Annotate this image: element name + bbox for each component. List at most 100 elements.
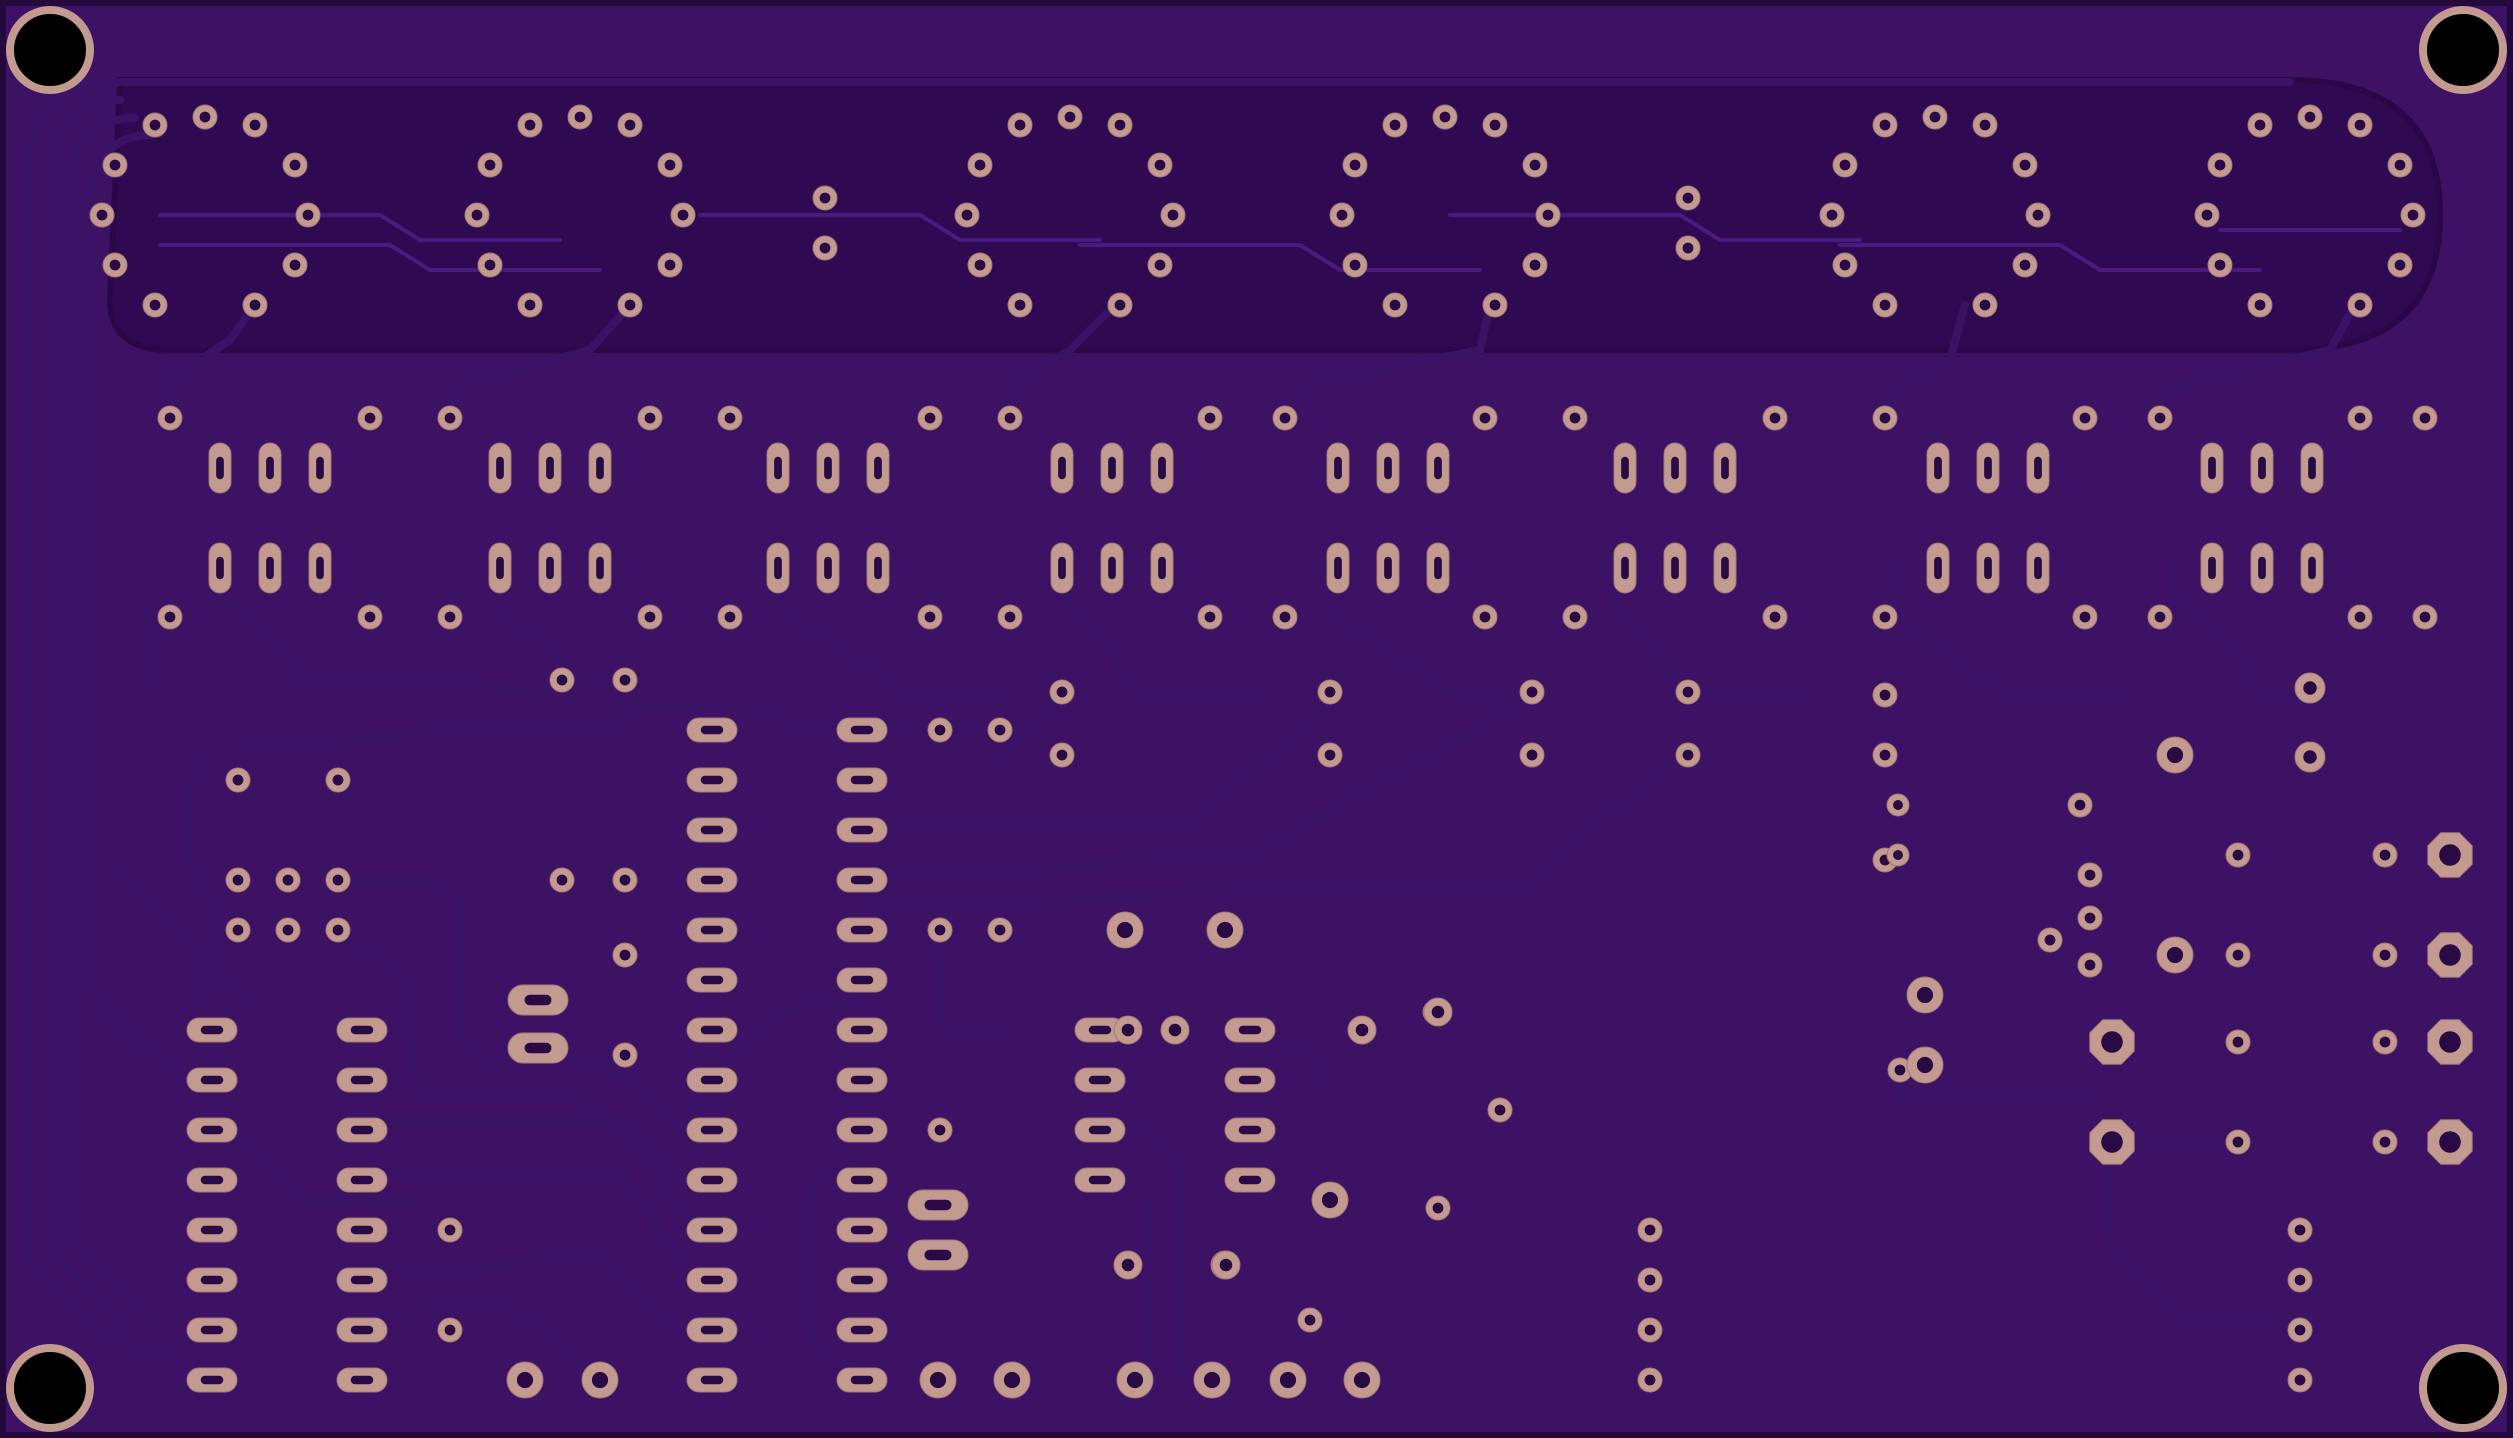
copper-pour-top bbox=[106, 77, 2444, 353]
drill-hole bbox=[850, 1025, 874, 1035]
drill-hole bbox=[1569, 412, 1581, 424]
drill-hole bbox=[2439, 844, 2461, 866]
drill-hole bbox=[700, 925, 724, 935]
drill-hole bbox=[1434, 456, 1442, 480]
drill-hole bbox=[364, 412, 376, 424]
drill-hole bbox=[924, 611, 936, 623]
drill-hole bbox=[1984, 556, 1992, 580]
drill-hole bbox=[929, 1371, 947, 1389]
drill-hole bbox=[1494, 1104, 1506, 1116]
drill-hole bbox=[2379, 849, 2391, 861]
drill-hole bbox=[1621, 556, 1629, 580]
tube-socket-pads bbox=[89, 104, 2426, 318]
drill-hole bbox=[934, 1124, 946, 1136]
drill-hole bbox=[200, 1275, 224, 1285]
drill-hole bbox=[199, 111, 211, 123]
drill-hole bbox=[96, 209, 108, 221]
drill-hole bbox=[850, 725, 874, 735]
drill-hole bbox=[1721, 456, 1729, 480]
drill-hole bbox=[961, 209, 973, 221]
drill-hole bbox=[1432, 1202, 1444, 1214]
drill-hole bbox=[1158, 556, 1166, 580]
drill-hole bbox=[556, 874, 568, 886]
drill-hole bbox=[700, 775, 724, 785]
drill-hole bbox=[471, 209, 483, 221]
drill-hole bbox=[2303, 750, 2317, 764]
drill-hole bbox=[994, 724, 1006, 736]
drill-hole bbox=[2101, 1031, 2123, 1053]
drill-hole bbox=[1682, 242, 1694, 254]
drill-hole bbox=[232, 874, 244, 886]
drill-hole bbox=[1721, 556, 1729, 580]
drill-hole bbox=[316, 456, 324, 480]
drill-hole bbox=[200, 1075, 224, 1085]
drill-hole bbox=[774, 456, 782, 480]
drill-hole bbox=[2379, 1036, 2391, 1048]
drill-hole bbox=[200, 1375, 224, 1385]
drill-hole bbox=[850, 775, 874, 785]
drill-hole bbox=[216, 556, 224, 580]
drill-hole bbox=[974, 159, 986, 171]
drill-hole bbox=[700, 1375, 724, 1385]
drill-hole bbox=[1056, 749, 1068, 761]
drill-hole bbox=[282, 924, 294, 936]
drill-hole bbox=[2354, 119, 2366, 131]
drill-hole bbox=[2079, 611, 2091, 623]
mounting-hole bbox=[2419, 6, 2507, 94]
drill-hole bbox=[924, 412, 936, 424]
drill-hole bbox=[2394, 159, 2406, 171]
drill-hole bbox=[524, 119, 536, 131]
drill-hole bbox=[2394, 259, 2406, 271]
drill-hole bbox=[700, 1225, 724, 1235]
drill-hole bbox=[850, 975, 874, 985]
drill-hole bbox=[1116, 921, 1134, 939]
drill-hole bbox=[2208, 456, 2216, 480]
drill-hole bbox=[2034, 456, 2042, 480]
drill-hole bbox=[232, 924, 244, 936]
drill-hole bbox=[664, 259, 676, 271]
pads bbox=[157, 405, 2473, 1399]
drill-hole bbox=[1439, 111, 1451, 123]
drill-hole bbox=[1168, 1023, 1182, 1037]
drill-hole bbox=[1879, 412, 1891, 424]
drill-hole bbox=[2407, 209, 2419, 221]
drill-hole bbox=[677, 209, 689, 221]
drill-hole bbox=[1621, 456, 1629, 480]
drill-hole bbox=[1934, 556, 1942, 580]
drill-hole bbox=[282, 874, 294, 886]
drill-hole bbox=[1682, 686, 1694, 698]
drill-hole bbox=[1004, 611, 1016, 623]
drill-hole bbox=[934, 724, 946, 736]
drill-hole bbox=[974, 259, 986, 271]
drill-hole bbox=[1879, 749, 1891, 761]
drill-hole bbox=[289, 159, 301, 171]
drill-hole bbox=[1324, 686, 1336, 698]
drill-hole bbox=[924, 1199, 952, 1211]
drill-hole bbox=[1219, 1258, 1233, 1272]
drill-hole bbox=[1204, 611, 1216, 623]
drill-hole bbox=[2084, 959, 2096, 971]
drill-hole bbox=[850, 1275, 874, 1285]
drill-hole bbox=[302, 209, 314, 221]
drill-hole bbox=[1238, 1025, 1262, 1035]
drill-hole bbox=[1934, 456, 1942, 480]
drill-hole bbox=[1979, 299, 1991, 311]
drill-hole bbox=[556, 674, 568, 686]
drill-hole bbox=[1879, 689, 1891, 701]
drill-hole bbox=[546, 556, 554, 580]
drill-hole bbox=[249, 299, 261, 311]
socket-traces bbox=[158, 213, 2402, 272]
drill-hole bbox=[1384, 556, 1392, 580]
drill-hole bbox=[1542, 209, 1554, 221]
drill-hole bbox=[2254, 299, 2266, 311]
drill-hole bbox=[850, 925, 874, 935]
drill-hole bbox=[2214, 259, 2226, 271]
drill-hole bbox=[2084, 912, 2096, 924]
drill-hole bbox=[850, 1075, 874, 1085]
drill-hole bbox=[200, 1225, 224, 1235]
drill-hole bbox=[444, 1324, 456, 1336]
drill-hole bbox=[2019, 259, 2031, 271]
drill-hole bbox=[1879, 299, 1891, 311]
drill-hole bbox=[874, 556, 882, 580]
drill-hole bbox=[1489, 119, 1501, 131]
